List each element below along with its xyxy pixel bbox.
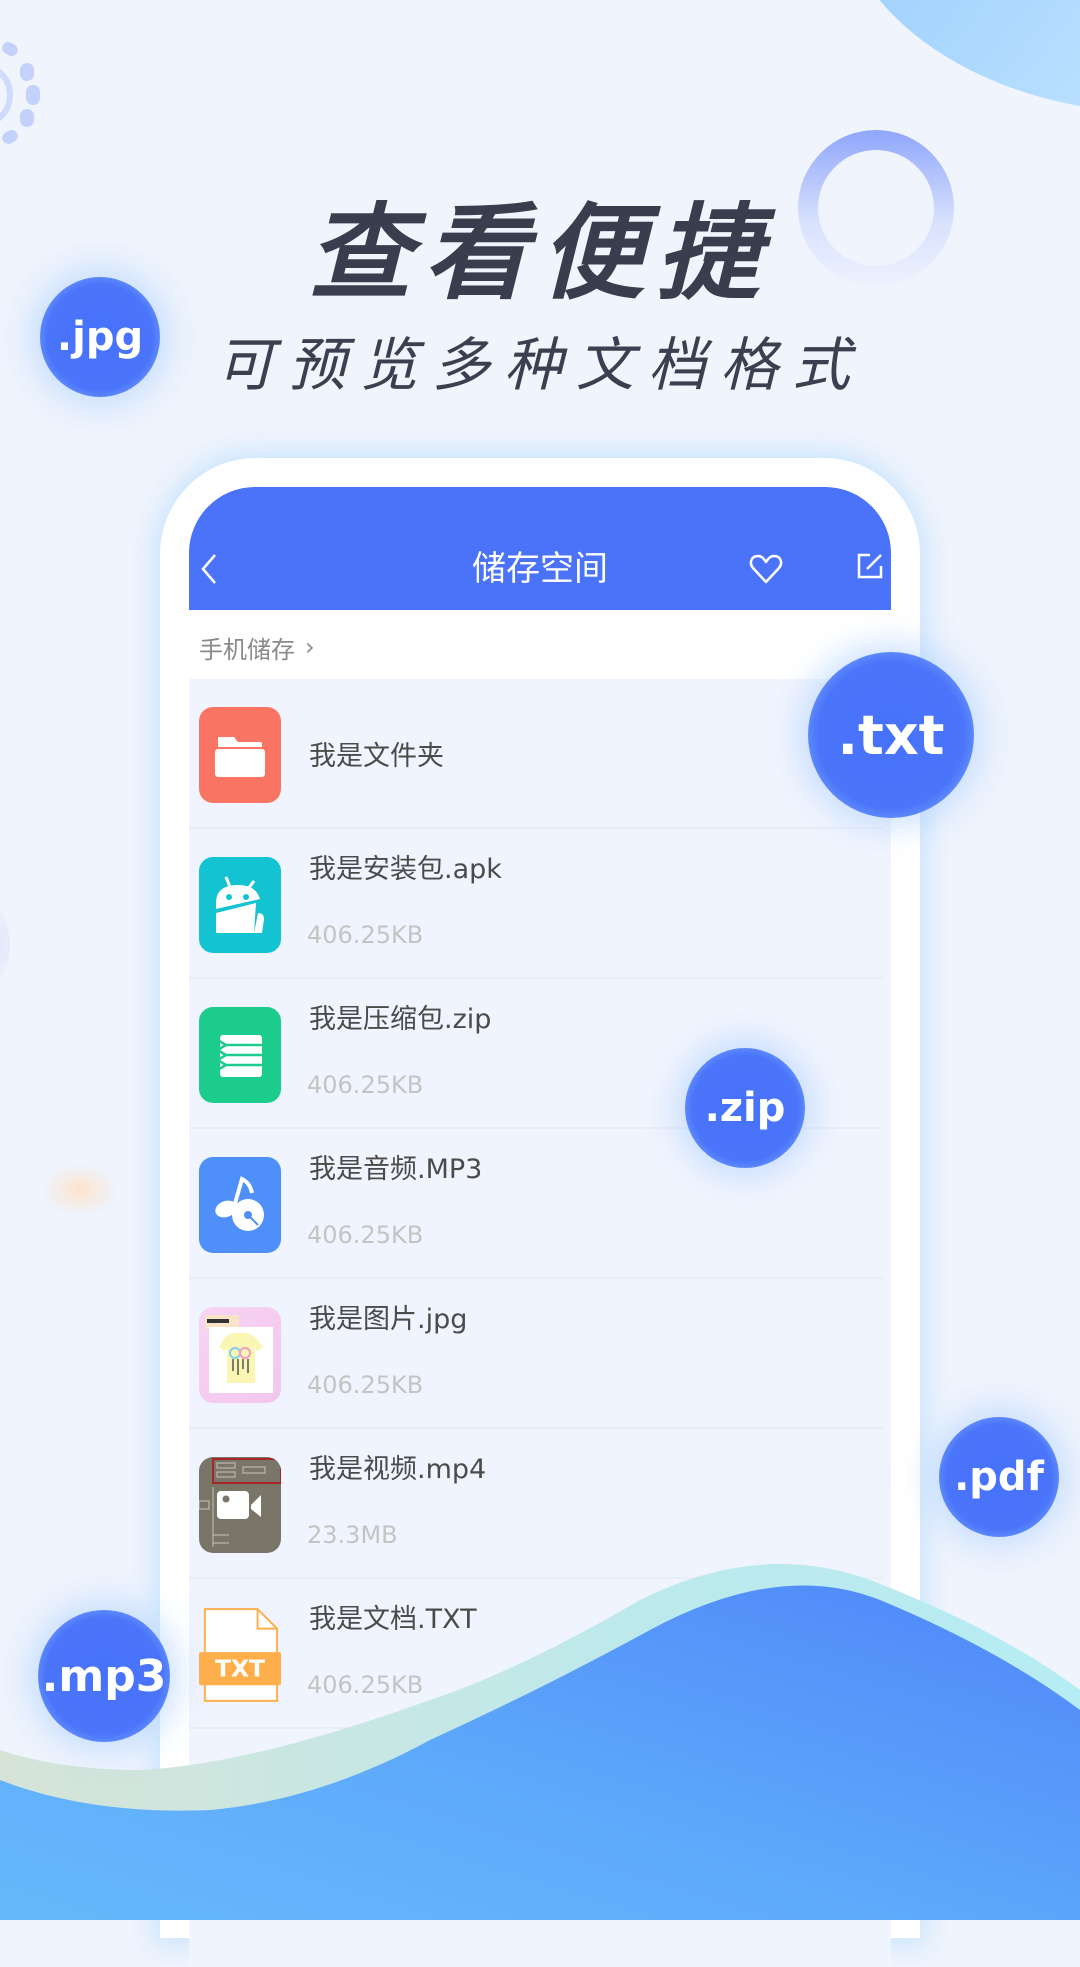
file-name: 我是图片.jpg — [309, 1304, 468, 1335]
file-name: 我是安装包.apk — [309, 854, 502, 885]
format-bubble-mp3: .mp3 — [38, 1610, 170, 1742]
file-size: 406.25KB — [307, 921, 424, 949]
decorative-blur — [42, 1165, 118, 1215]
format-bubble-pdf: .pdf — [939, 1417, 1059, 1537]
folder-icon — [199, 707, 281, 803]
file-item-audio[interactable]: 我是音频.MP3 406.25KB — [189, 1129, 891, 1279]
file-item-image[interactable]: 我是图片.jpg 406.25KB — [189, 1279, 891, 1429]
file-name: 我是文件夹 — [309, 741, 444, 772]
divider — [189, 1577, 883, 1579]
music-icon — [199, 1157, 281, 1253]
decorative-wave — [0, 1564, 1080, 1920]
divider — [189, 1427, 883, 1429]
decorative-dotted-ring — [0, 42, 40, 144]
format-bubble-zip: .zip — [685, 1048, 805, 1168]
file-size: 406.25KB — [307, 1371, 424, 1399]
file-item-zip[interactable]: 我是压缩包.zip 406.25KB — [189, 979, 891, 1129]
file-name: 我是文档.TXT — [309, 1604, 477, 1635]
promo-headline: 查看便捷 — [307, 192, 772, 314]
file-size: 406.25KB — [307, 1221, 424, 1249]
file-item-txt[interactable]: TXT 我是文档.TXT 406.25KB — [189, 1579, 891, 1729]
chevron-left-icon[interactable] — [197, 549, 221, 589]
breadcrumb-label[interactable]: 手机储存 — [199, 635, 295, 664]
heart-icon[interactable] — [749, 553, 783, 585]
image-thumbnail-icon — [199, 1307, 281, 1403]
txt-file-icon: TXT — [199, 1607, 281, 1703]
file-size: 23.3MB — [307, 1521, 398, 1549]
file-item-video[interactable]: 我是视频.mp4 23.3MB — [189, 1429, 891, 1579]
file-name: 我是音频.MP3 — [309, 1154, 483, 1185]
file-name: 我是压缩包.zip — [309, 1004, 492, 1035]
divider — [189, 827, 883, 829]
divider — [189, 1127, 883, 1129]
archive-icon — [199, 1007, 281, 1103]
decorative-bubble — [0, 905, 10, 985]
file-name: 我是视频.mp4 — [309, 1454, 487, 1485]
breadcrumb[interactable]: 手机储存 › — [199, 627, 315, 667]
svg-text:TXT: TXT — [215, 1654, 265, 1682]
video-icon — [199, 1457, 281, 1553]
divider — [189, 1277, 883, 1279]
android-icon — [199, 857, 281, 953]
edit-icon[interactable] — [857, 553, 883, 579]
divider — [189, 977, 883, 979]
decorative-ring — [798, 130, 954, 286]
file-item-folder[interactable]: 我是文件夹 — [189, 679, 891, 829]
format-bubble-jpg: .jpg — [40, 277, 160, 397]
file-size: 406.25KB — [307, 1071, 424, 1099]
decorative-blob — [816, 0, 1080, 148]
format-bubble-txt: .txt — [808, 652, 974, 818]
chevron-right-icon: › — [305, 633, 315, 661]
promo-subheadline: 可预览多种文档格式 — [215, 331, 864, 399]
app-bar: 储存空间 — [189, 487, 891, 610]
file-size: 406.25KB — [307, 1671, 424, 1699]
app-title: 储存空间 — [472, 549, 608, 589]
file-item-apk[interactable]: 我是安装包.apk 406.25KB — [189, 829, 891, 979]
